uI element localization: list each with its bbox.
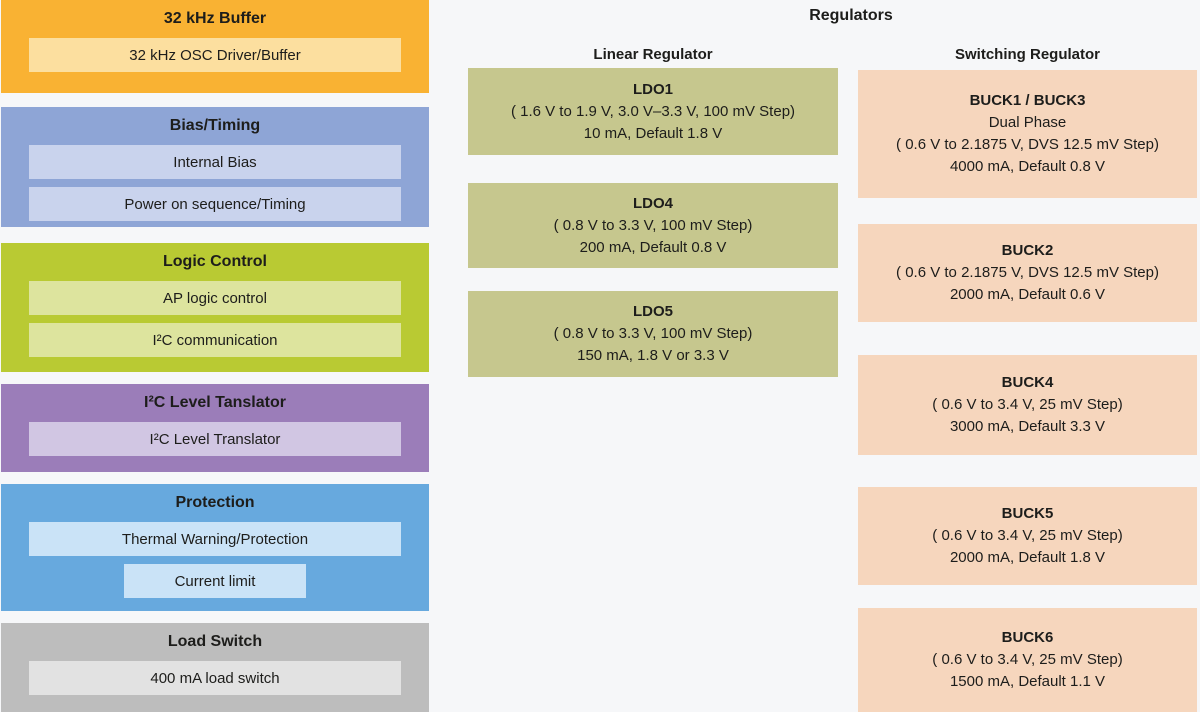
regulators-section-title: Regulators xyxy=(809,7,893,24)
block-title: Protection xyxy=(175,494,255,511)
block-title: 32 kHz Buffer xyxy=(163,10,267,27)
reg-rating: 150 mA, 1.8 V or 3.3 V xyxy=(577,347,729,364)
reg-range: ( 0.6 V to 2.1875 V, DVS 12.5 mV Step) xyxy=(896,136,1159,153)
block-ldo5: LDO5 ( 0.8 V to 3.3 V, 100 mV Step) 150 … xyxy=(468,291,838,377)
reg-subtitle: Dual Phase xyxy=(988,114,1067,131)
block-item: 32 kHz OSC Driver/Buffer xyxy=(29,38,401,72)
block-32khz-buffer: 32 kHz Buffer 32 kHz OSC Driver/Buffer xyxy=(1,0,429,93)
reg-range: ( 0.6 V to 3.4 V, 25 mV Step) xyxy=(932,651,1123,668)
reg-rating: 2000 mA, Default 1.8 V xyxy=(949,549,1106,566)
reg-title: BUCK4 xyxy=(1001,374,1054,391)
switching-regulator-header: Switching Regulator xyxy=(954,46,1100,63)
block-logic-control: Logic Control AP logic control I²C commu… xyxy=(1,243,429,372)
block-item: Internal Bias xyxy=(29,145,401,179)
reg-title: BUCK1 / BUCK3 xyxy=(969,92,1086,109)
reg-title: LDO4 xyxy=(632,194,673,212)
reg-range: ( 0.6 V to 3.4 V, 25 mV Step) xyxy=(932,527,1123,544)
reg-rating: 200 mA, Default 0.8 V xyxy=(579,238,727,256)
block-item: 400 mA load switch xyxy=(29,661,401,695)
block-item: I²C communication xyxy=(29,323,401,357)
block-item: Thermal Warning/Protection xyxy=(29,522,401,556)
block-item: I²C Level Translator xyxy=(29,422,401,456)
reg-rating: 10 mA, Default 1.8 V xyxy=(583,124,723,142)
reg-range: ( 0.6 V to 3.4 V, 25 mV Step) xyxy=(932,396,1123,413)
block-item: Power on sequence/Timing xyxy=(29,187,401,221)
reg-rating: 1500 mA, Default 1.1 V xyxy=(949,673,1106,690)
reg-title: BUCK2 xyxy=(1001,242,1054,259)
block-bias-timing: Bias/Timing Internal Bias Power on seque… xyxy=(1,107,429,227)
reg-rating: 3000 mA, Default 3.3 V xyxy=(949,418,1106,435)
linear-regulator-header: Linear Regulator xyxy=(593,46,713,63)
reg-rating: 2000 mA, Default 0.6 V xyxy=(949,286,1106,303)
reg-title: BUCK6 xyxy=(1001,629,1054,646)
block-load-switch: Load Switch 400 mA load switch xyxy=(1,623,429,712)
reg-range: ( 0.8 V to 3.3 V, 100 mV Step) xyxy=(553,216,753,234)
block-item: AP logic control xyxy=(29,281,401,315)
reg-title: BUCK5 xyxy=(1001,505,1054,522)
block-i2c-level-translator: I²C Level Tanslator I²C Level Translator xyxy=(1,384,429,472)
block-title: Bias/Timing xyxy=(169,117,261,134)
block-title: Logic Control xyxy=(163,253,267,270)
block-ldo4: LDO4 ( 0.8 V to 3.3 V, 100 mV Step) 200 … xyxy=(468,183,838,268)
block-buck1-buck3: BUCK1 / BUCK3 Dual Phase ( 0.6 V to 2.18… xyxy=(858,70,1197,198)
reg-range: ( 0.6 V to 2.1875 V, DVS 12.5 mV Step) xyxy=(896,264,1159,281)
reg-range: ( 0.8 V to 3.3 V, 100 mV Step) xyxy=(553,325,753,342)
reg-title: LDO5 xyxy=(632,303,673,320)
block-buck5: BUCK5 ( 0.6 V to 3.4 V, 25 mV Step) 2000… xyxy=(858,487,1197,585)
block-buck4: BUCK4 ( 0.6 V to 3.4 V, 25 mV Step) 3000… xyxy=(858,355,1197,455)
block-protection: Protection Thermal Warning/Protection Cu… xyxy=(1,484,429,611)
block-buck2: BUCK2 ( 0.6 V to 2.1875 V, DVS 12.5 mV S… xyxy=(858,224,1197,322)
reg-rating: 4000 mA, Default 0.8 V xyxy=(949,158,1106,175)
block-buck6: BUCK6 ( 0.6 V to 3.4 V, 25 mV Step) 1500… xyxy=(858,608,1197,712)
reg-range: ( 1.6 V to 1.9 V, 3.0 V–3.3 V, 100 mV St… xyxy=(510,102,796,120)
block-ldo1: LDO1 ( 1.6 V to 1.9 V, 3.0 V–3.3 V, 100 … xyxy=(468,68,838,155)
block-title: I²C Level Tanslator xyxy=(144,394,286,411)
block-title: Load Switch xyxy=(167,633,263,650)
block-item: Current limit xyxy=(124,564,306,598)
reg-title: LDO1 xyxy=(632,80,673,98)
